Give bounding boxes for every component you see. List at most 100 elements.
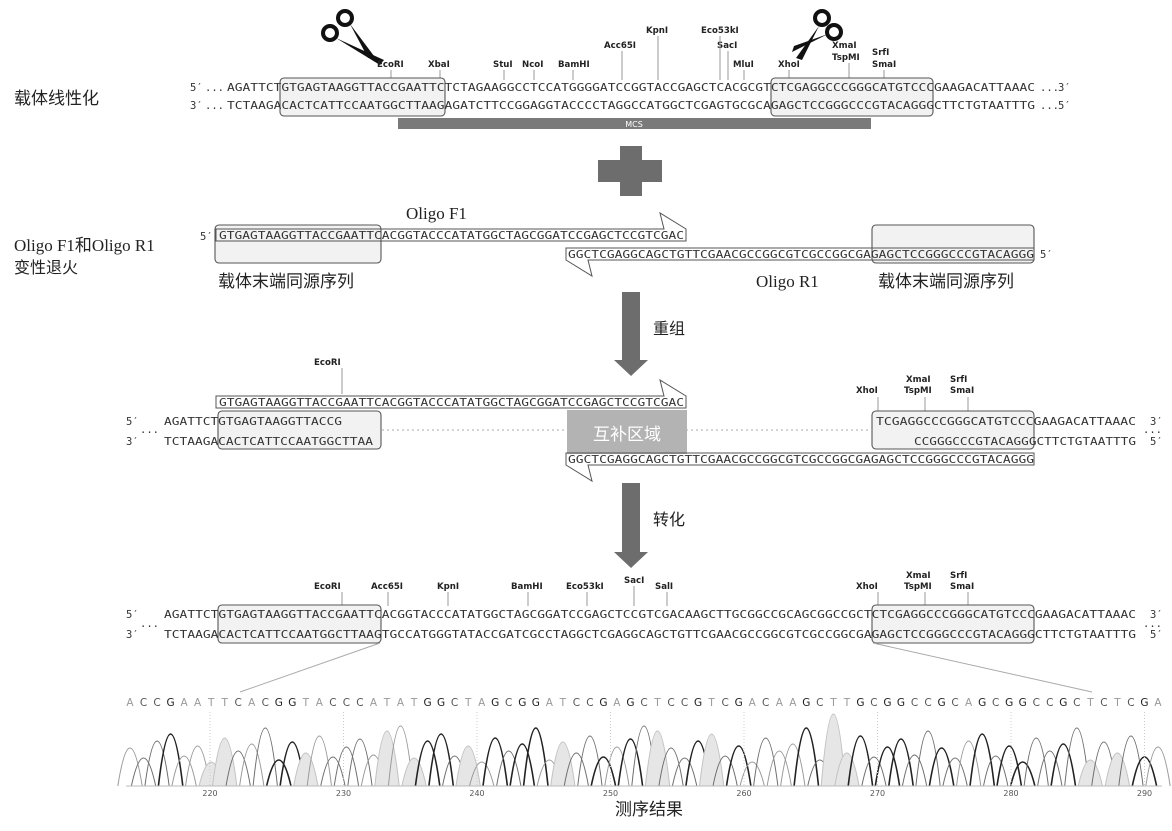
enzyme-label: XmaI <box>906 375 931 385</box>
base-call: T <box>707 697 715 709</box>
enzyme-label: Acc65I <box>371 582 403 592</box>
oligo-f1-sequence: GTGAGTAAGGTTACCGAATTCACGGTACCCATATGGCTAG… <box>219 397 684 409</box>
five-prime-label: 5′ <box>1150 629 1163 641</box>
base-call: G <box>626 697 634 709</box>
base-call: T <box>1086 697 1094 709</box>
base-call: A <box>316 697 324 709</box>
base-call: G <box>275 697 283 709</box>
base-call: T <box>383 697 391 709</box>
enzyme-label: SrfI <box>950 375 967 385</box>
base-call: C <box>329 697 336 709</box>
base-call: G <box>1140 697 1148 709</box>
vector-left-bottom: TCTAAGACACTCATTCCAATGGCTTAA <box>164 436 374 448</box>
trace-peak <box>740 762 764 786</box>
trace-peak <box>929 748 953 786</box>
step-linearization: 载体线性化 EcoRI XbaI StuI NcoI BamHI Acc65I … <box>14 11 1071 129</box>
five-prime-label: 5′ <box>126 609 139 621</box>
base-call: C <box>992 697 999 709</box>
product-enzyme-labels: EcoRI Acc65I KpnI BamHI Eco53kI SacI Sal… <box>314 571 974 592</box>
chromatogram-traces <box>118 714 1170 786</box>
enzyme-label: Eco53kI <box>566 582 604 592</box>
trace-peak <box>957 741 981 786</box>
enzyme-label: EcoRI <box>314 582 341 592</box>
oligo-anneal-label-line1: Oligo F1和Oligo R1 <box>14 236 155 255</box>
trace-peak <box>970 734 994 786</box>
step-oligo-annealing: Oligo F1和Oligo R1 变性退火 Oligo F1 Oligo R1… <box>14 204 1053 292</box>
enzyme-label: Eco53kI <box>701 26 739 36</box>
trace-peak <box>429 734 453 786</box>
trace-peak <box>700 734 724 786</box>
base-call: G <box>1019 697 1027 709</box>
base-call: C <box>911 697 918 709</box>
base-call: G <box>288 697 296 709</box>
base-call: G <box>518 697 526 709</box>
enzyme-label: XhoI <box>778 60 800 70</box>
tick-label: 240 <box>469 789 484 798</box>
product-top-strand: AGATTCTGTGAGTAAGGTTACCGAATTCACGGTACCCATA… <box>164 609 1136 621</box>
enzyme-label: XbaI <box>428 60 450 70</box>
three-prime-label: 3′ <box>1150 416 1163 428</box>
base-call: G <box>599 697 607 709</box>
base-call: T <box>843 697 851 709</box>
trace-peak <box>497 751 521 786</box>
base-call: A <box>397 697 405 709</box>
three-prime-label: 3′ <box>1150 609 1163 621</box>
tick-label: 220 <box>202 789 217 798</box>
trace-peak <box>754 738 778 786</box>
enzyme-label: BamHI <box>511 582 543 592</box>
tick-label: 290 <box>1137 789 1152 798</box>
tick-label: 230 <box>336 789 351 798</box>
trace-peak <box>334 747 358 786</box>
base-call: A <box>248 697 256 709</box>
enzyme-label: SacI <box>624 576 644 586</box>
tick-label: 280 <box>1003 789 1018 798</box>
base-call: C <box>573 697 580 709</box>
enzyme-label: SmaI <box>950 582 974 592</box>
base-call: C <box>140 697 147 709</box>
base-call: C <box>1100 697 1107 709</box>
trace-peak <box>916 731 940 786</box>
trace-peak <box>131 758 155 786</box>
base-call: C <box>951 697 958 709</box>
base-call: A <box>776 697 784 709</box>
five-prime-label: 5′ <box>190 82 203 94</box>
recombination-label: 重组 <box>653 319 685 338</box>
product-bottom-strand: TCTAAGACACTCATTCCAATGGCTTAAGTGCCATGGGTAT… <box>164 629 1136 641</box>
trace-peak <box>551 742 575 786</box>
trace-peak <box>294 753 318 786</box>
enzyme-label: TspMI <box>904 582 932 592</box>
trace-peak <box>672 758 696 786</box>
vector-enzyme-labels: EcoRI XbaI StuI NcoI BamHI Acc65I KpnI E… <box>377 26 896 70</box>
base-call: C <box>722 697 729 709</box>
mcs-label: MCS <box>625 120 643 129</box>
step-recombination: EcoRI XhoI XmaI TspMI SrfI SmaI GTGAGTAA… <box>126 358 1163 481</box>
ellipsis: ... <box>140 618 159 630</box>
oligo-r1-sequence: GGCTCGAGGCAGCTGTTCGAACGCCGGCGTCGCCGGCGAG… <box>568 249 1034 261</box>
enzyme-label: KpnI <box>646 26 668 36</box>
base-call: A <box>126 697 134 709</box>
base-call: G <box>1059 697 1067 709</box>
oligo-anneal-label-line2: 变性退火 <box>14 258 78 277</box>
base-call: T <box>207 697 215 709</box>
five-prime-label: 5′ <box>126 416 139 428</box>
scissors-icon <box>323 11 384 65</box>
down-arrow-icon <box>614 483 648 568</box>
ellipsis: ... <box>205 100 224 112</box>
complementary-region-label: 互补区域 <box>593 425 661 445</box>
enzyme-label: XmaI <box>906 571 931 581</box>
base-call: C <box>1033 697 1040 709</box>
base-call: A <box>1154 697 1162 709</box>
base-call: C <box>451 697 458 709</box>
trace-peak <box>321 757 345 786</box>
enzyme-label: SalI <box>655 582 673 592</box>
trace-peak <box>375 731 399 786</box>
base-call: G <box>978 697 986 709</box>
base-call: G <box>938 697 946 709</box>
trace-peak <box>618 739 642 786</box>
base-call: A <box>613 697 621 709</box>
enzyme-label: SmaI <box>950 386 974 396</box>
sequencing-result-label: 测序结果 <box>615 800 683 820</box>
base-calls: ACCGAATTCACGGTACCCATATGGCTAGCGGATCCGAGCT… <box>126 697 1162 709</box>
base-call: A <box>789 697 797 709</box>
